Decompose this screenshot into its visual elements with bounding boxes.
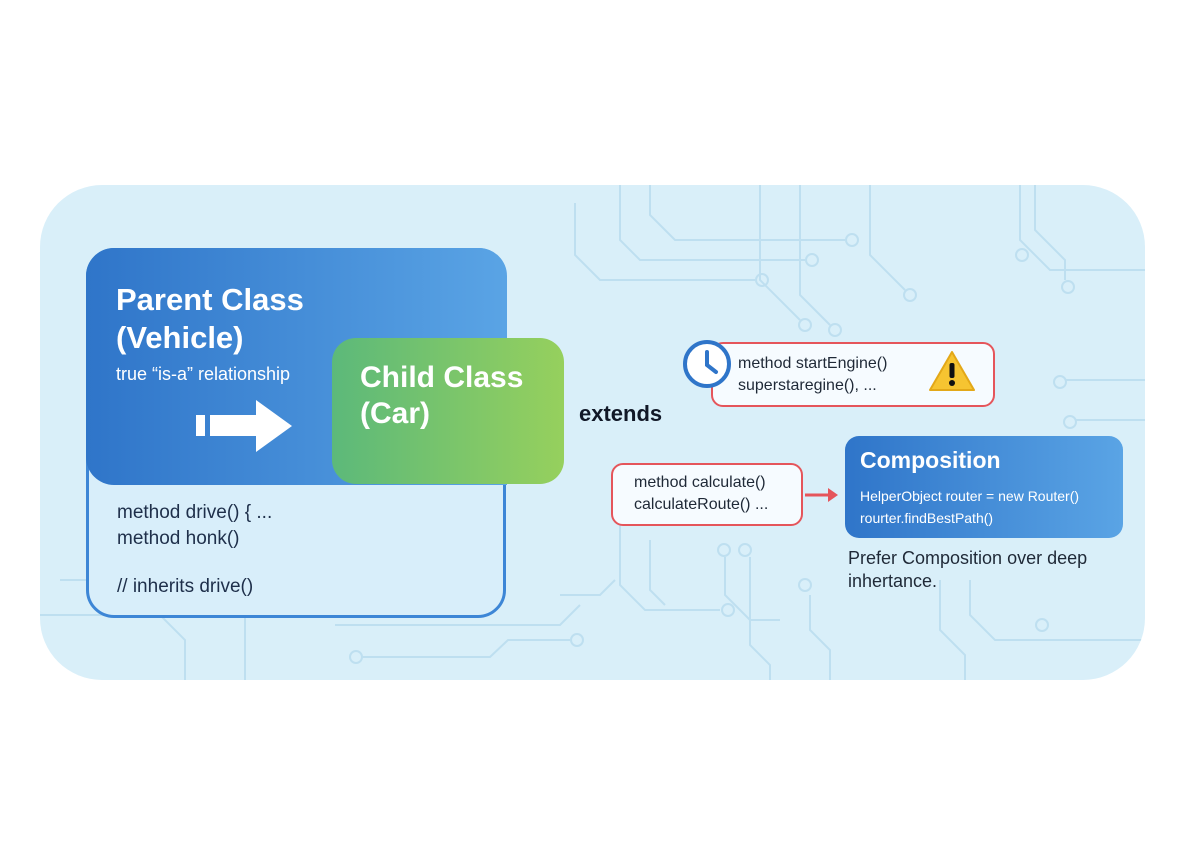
parent-relationship-label: true “is-a” relationship bbox=[116, 364, 291, 384]
start-engine-method: method startEngine() bbox=[738, 355, 888, 372]
parent-method-honk: method honk() bbox=[117, 528, 240, 549]
parent-method-drive: method drive() { ... bbox=[117, 502, 273, 523]
warning-icon bbox=[929, 351, 975, 391]
calculate-method: method calculate() bbox=[634, 474, 766, 491]
composition-code: HelperObject router = new Router() rourt… bbox=[860, 485, 1079, 529]
clock-icon bbox=[683, 340, 731, 388]
composition-title: Composition bbox=[860, 447, 1001, 473]
parent-inherits-comment: // inherits drive() bbox=[117, 576, 254, 597]
composition-code-line-1: HelperObject router = new Router() bbox=[860, 488, 1080, 504]
calculate-route-box bbox=[611, 463, 803, 526]
calculate-route-call: calculateRoute() ... bbox=[634, 496, 769, 513]
child-class-box bbox=[332, 338, 564, 484]
extends-label: extends bbox=[579, 401, 663, 426]
composition-box bbox=[845, 436, 1123, 538]
right-arrow-icon bbox=[196, 400, 292, 452]
start-engine-super-call: superstaregine(), ... bbox=[738, 377, 877, 394]
parent-class-title: Parent Class (Vehicle) bbox=[116, 282, 304, 355]
child-class-title: Child Class (Car) bbox=[360, 361, 524, 430]
composition-arrow-icon bbox=[805, 488, 838, 502]
composition-code-line-2: rourter.findBestPath() bbox=[860, 510, 994, 526]
composition-recommendation: Prefer Composition over deep inhertance. bbox=[848, 548, 1088, 591]
